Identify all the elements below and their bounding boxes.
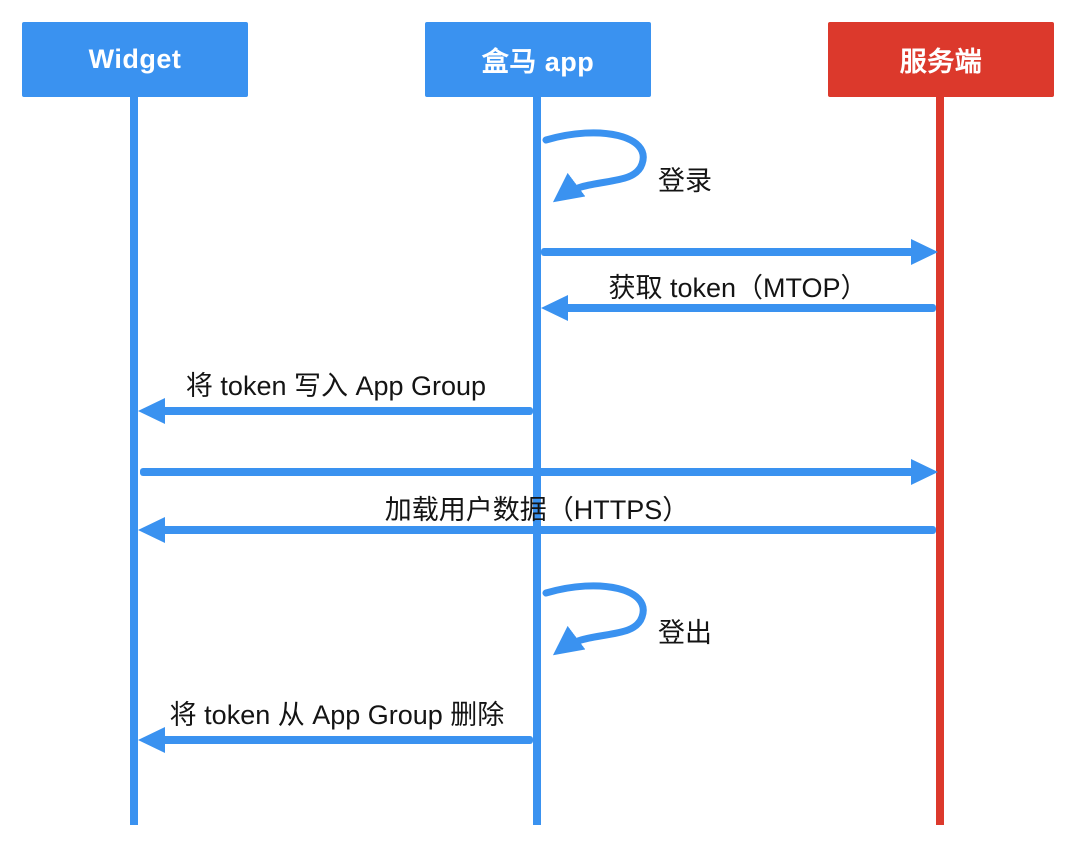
message-arrow-write-token <box>138 398 533 424</box>
arrow-line <box>158 526 936 534</box>
message-label-login: 登录 <box>658 166 712 196</box>
arrow-line <box>561 304 936 312</box>
actor-box-hema-app: 盒马 app <box>425 22 651 97</box>
message-label-logout: 登出 <box>658 618 712 648</box>
arrowhead-left-icon <box>138 727 165 753</box>
arrow-line <box>541 248 918 256</box>
arrow-line <box>158 407 533 415</box>
arrowhead-left-icon <box>541 295 568 321</box>
message-label-get-token: 获取 token（MTOP） <box>608 273 868 303</box>
actor-box-server: 服务端 <box>828 22 1054 97</box>
actor-label-server: 服务端 <box>899 47 983 77</box>
actor-label-widget: Widget <box>88 44 182 74</box>
message-label-load-data: 加载用户数据（HTTPS） <box>384 495 690 525</box>
message-label-delete-token: 将 token 从 App Group 删除 <box>169 700 505 730</box>
arrowhead-left-icon <box>138 517 165 543</box>
message-arrow-get-token-request <box>541 239 938 265</box>
message-arrow-delete-token <box>138 727 533 753</box>
lifeline-hema-app <box>533 97 541 825</box>
lifeline-server <box>936 97 944 825</box>
arrowhead-left-icon <box>138 398 165 424</box>
arrow-line <box>158 736 533 744</box>
arrowhead-right-icon <box>911 239 938 265</box>
actor-box-widget: Widget <box>22 22 248 97</box>
message-arrow-get-token-response <box>541 295 936 321</box>
self-loop-logout-arrow <box>542 582 647 656</box>
arrow-line <box>140 468 918 476</box>
message-label-write-token: 将 token 写入 App Group <box>185 371 487 401</box>
actor-label-hema-app: 盒马 app <box>481 47 595 77</box>
lifeline-widget <box>130 97 138 825</box>
arrowhead-right-icon <box>911 459 938 485</box>
message-arrow-load-data-request <box>140 459 938 485</box>
self-loop-login-arrow <box>542 129 647 203</box>
message-arrow-load-data-response <box>138 517 936 543</box>
